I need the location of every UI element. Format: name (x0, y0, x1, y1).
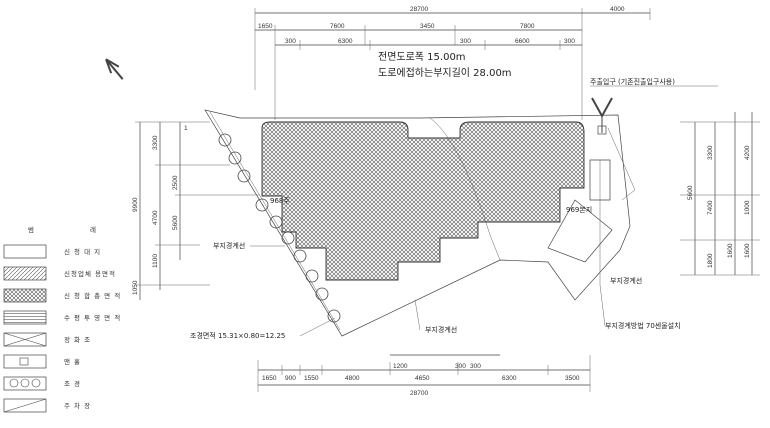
boundary-label-1: 부지경계선 (213, 241, 245, 250)
dim-bottom-5: 6300 (502, 375, 517, 382)
legend-item-7: 주 차 장 (64, 401, 91, 410)
dim-top-r1-3: 7800 (520, 23, 535, 30)
fence-label: 부지경계방법 70센울설치 (605, 321, 681, 330)
boundary-label-2: 부지경계선 (610, 276, 642, 285)
dim-top-r2-1: 6300 (338, 38, 353, 45)
dim-right-v3: 5600 (687, 185, 694, 200)
dim-left-v6: 1050 (132, 280, 139, 295)
legend-item-4: 정 화 조 (64, 335, 91, 344)
north-arrow-icon (105, 58, 124, 80)
dim-top-r2-4: 300 (564, 38, 575, 45)
landscape-trees (218, 133, 341, 323)
svg-text:1: 1 (184, 125, 188, 132)
legend-swatch-manhole (3, 354, 47, 369)
legend-item-2: 신 청 합 총 면 적 (64, 291, 121, 300)
entrance-label: 주출입구 (기존진출입구사용) (590, 77, 675, 86)
road-width: 전면도로폭 15.00m (378, 51, 466, 63)
dim-left-v2: 2500 (172, 175, 179, 190)
dim-bottom-small-1: 300 (455, 363, 466, 370)
legend-item-6: 조 경 (64, 379, 81, 388)
legend-swatch-site (3, 244, 47, 259)
dim-right-v4: 7400 (707, 200, 714, 215)
legend-swatch-septic (3, 332, 47, 347)
legend-swatch-total (3, 288, 47, 303)
dim-top-right: 4000 (610, 6, 625, 13)
dim-top-r2-0: 300 (285, 38, 296, 45)
dim-right-v6: 1600 (744, 243, 751, 258)
dim-right-v8: 1800 (707, 253, 714, 268)
dim-right-v2: 4200 (744, 145, 751, 160)
dim-top-r2-2: 300 (460, 38, 471, 45)
legend-swatch-projection (3, 310, 47, 325)
dim-left-v5: 1100 (152, 254, 159, 268)
legend-swatch-area (3, 266, 47, 281)
left-dimensions: 9900 3300 2500 4700 5600 1100 1050 1 (132, 121, 260, 300)
dim-bottom-2: 1550 (304, 375, 319, 382)
dim-right-v5: 1000 (744, 200, 751, 215)
legend-item-0: 신 청 대 지 (64, 247, 101, 256)
dim-bottom-6: 3500 (565, 375, 580, 382)
dim-left-v1: 3300 (152, 135, 159, 150)
dim-right-v1: 3300 (707, 145, 714, 160)
legend-title-2: 례 (90, 225, 97, 234)
legend-title-1: 범 (28, 225, 35, 234)
dim-bottom-small-0: 1200 (393, 363, 408, 370)
dim-top-r1-2: 3450 (420, 23, 435, 30)
tree-label-a: 968주 (270, 197, 290, 205)
building-footprint (261, 121, 585, 281)
dim-left-total: 9900 (132, 197, 139, 212)
dim-bottom-4: 4650 (415, 375, 430, 382)
right-dimensions: 3300 4200 5600 7400 1000 1600 1600 1800 (680, 112, 760, 276)
dim-bottom-0: 1650 (262, 375, 277, 382)
boundary-label-3: 부지경계선 (425, 325, 457, 334)
legend-swatch-landscape (3, 376, 47, 391)
dim-right-v7: 1600 (727, 243, 734, 258)
landscape-area-label: 조경면적 15.31×0.80=12.25 (190, 331, 285, 340)
dim-left-v3: 4700 (152, 210, 159, 225)
site-boundary (204, 109, 631, 337)
legend-item-5: 맨 홀 (64, 357, 81, 366)
dim-bottom-small-2: 300 (470, 363, 481, 370)
dim-bottom-total: 28700 (410, 390, 428, 397)
dim-top-r1-0: 1650 (258, 23, 273, 30)
dim-left-v4: 5600 (172, 215, 179, 230)
legend-item-3: 수 평 투 영 면 적 (64, 313, 121, 322)
dim-top-r1-1: 7600 (330, 23, 345, 30)
dim-top-r2-3: 6600 (515, 38, 530, 45)
dim-bottom-3: 4800 (345, 375, 360, 382)
bottom-dimensions: 28700 1650 900 1550 4800 4650 6300 3500 … (257, 354, 591, 397)
dim-bottom-1: 900 (285, 375, 296, 382)
tree-label-b: 969본지 (566, 205, 592, 214)
top-dimensions: 28700 4000 1650 7600 3450 7800 300 6300 … (254, 6, 651, 120)
road-frontage: 도로에접하는부지길이 28.00m (378, 66, 512, 79)
entrance-symbol-icon (591, 97, 613, 135)
legend-item-1: 신청업체 용면적 (64, 269, 116, 278)
legend-swatch-parking (3, 398, 47, 413)
legend: 범 례 신 청 대 지 신청업체 용면적 신 청 합 총 면 적 수 평 투 영… (3, 225, 121, 413)
dim-top-total: 28700 (410, 6, 428, 13)
